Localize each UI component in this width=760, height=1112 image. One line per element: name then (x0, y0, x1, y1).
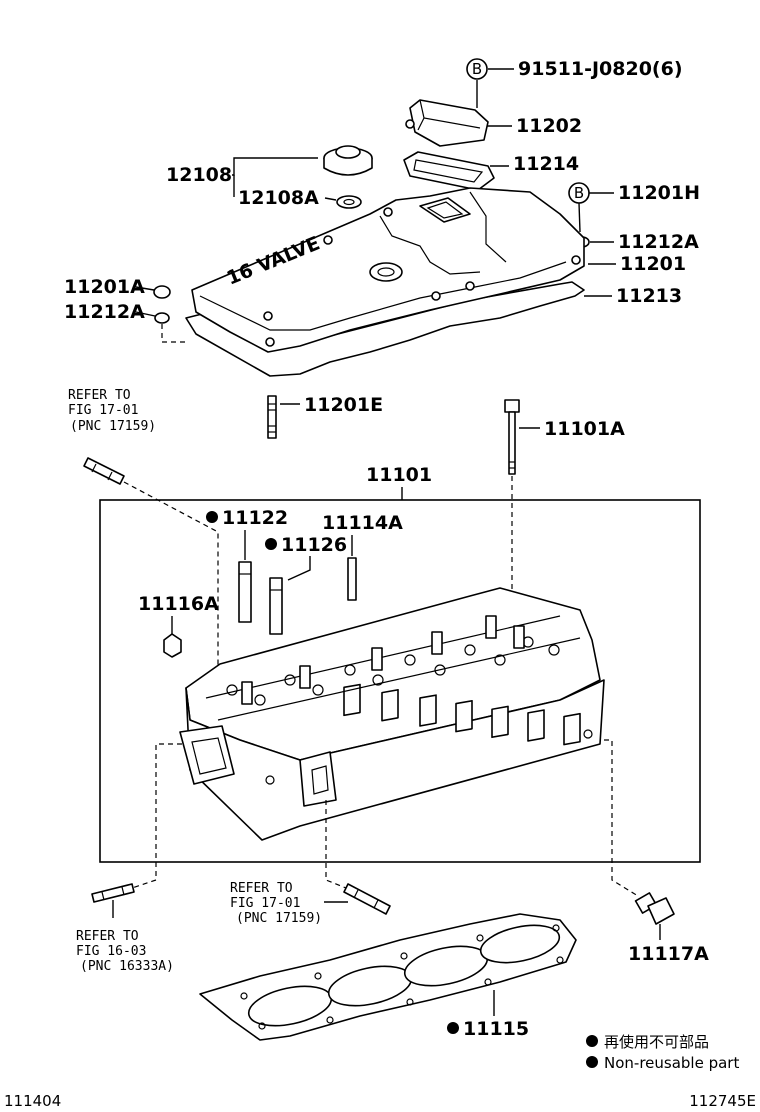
label-11122: 11122 (222, 507, 288, 529)
stud-ref-lower-left (91, 883, 135, 903)
label-11116a: 11116A (138, 593, 219, 615)
label-11201: 11201 (620, 253, 686, 275)
valve-guide-11126 (269, 577, 283, 635)
label-91511-j0820: 91511-J0820(6) (518, 58, 683, 80)
footer-left-code: 111404 (4, 1092, 61, 1110)
stud-11201e (267, 395, 277, 439)
svg-text:B: B (574, 184, 584, 202)
svg-text:REFER TO: REFER TO (76, 929, 139, 944)
pin-11114a (347, 557, 357, 601)
reference-fig-16-03: REFER TO FIG 16-03 (PNC 16333A) (76, 929, 174, 974)
gasket-11214 (403, 151, 495, 191)
cylinder-head-cover-11201: 16 VALVE (185, 187, 585, 377)
stud-ref-lower-mid (343, 883, 391, 915)
gasket-12108a (336, 195, 362, 209)
nut-11201a (153, 285, 171, 299)
label-11201e: 11201E (304, 394, 383, 416)
label-11101: 11101 (366, 464, 432, 486)
label-11126: 11126 (281, 534, 347, 556)
label-12108a: 12108A (238, 187, 319, 209)
label-12108: 12108 (166, 164, 232, 186)
reference-fig-17-01-upper: REFER TO FIG 17-01 (PNC 17159) (68, 388, 156, 434)
label-11114a: 11114A (322, 512, 403, 534)
label-11115: 11115 (463, 1018, 529, 1040)
bolt-11101a (504, 399, 520, 475)
cylinder-head-assy-box (99, 499, 701, 863)
plug-11117a (634, 892, 675, 925)
label-11212a-left: 11212A (64, 301, 145, 323)
grommet-11212a-left (154, 312, 170, 324)
non-reusable-dot-11122 (206, 511, 218, 523)
breather-case-11202 (405, 99, 489, 147)
svg-text:(PNC 16333A): (PNC 16333A) (80, 959, 174, 974)
cylinder-head-11101 (179, 587, 605, 841)
legend-jp: 再使用不可部品 (604, 1033, 709, 1051)
footer-right-code: 112745E (689, 1092, 756, 1110)
svg-text:REFER TO: REFER TO (230, 881, 293, 896)
label-11201h: 11201H (618, 182, 700, 204)
label-11202: 11202 (516, 115, 582, 137)
callout-b-top: B (466, 58, 488, 80)
svg-text:FIG 17-01: FIG 17-01 (68, 403, 138, 418)
svg-text:(PNC 17159): (PNC 17159) (236, 911, 322, 926)
label-11201a: 11201A (64, 276, 145, 298)
oil-filler-cap-12108 (323, 145, 373, 176)
svg-text:(PNC 17159): (PNC 17159) (70, 419, 156, 434)
non-reusable-dot-11126 (265, 538, 277, 550)
head-gasket-11115 (199, 913, 577, 1041)
label-11117a: 11117A (628, 943, 709, 965)
svg-text:FIG 17-01: FIG 17-01 (230, 896, 300, 911)
svg-text:FIG 16-03: FIG 16-03 (76, 944, 146, 959)
valve-guide-11122 (238, 561, 252, 623)
stud-ref-upper (83, 457, 125, 485)
callout-b-mid: B (568, 182, 590, 204)
reference-fig-17-01-lower: REFER TO FIG 17-01 (PNC 17159) (230, 881, 322, 926)
svg-text:REFER TO: REFER TO (68, 388, 131, 403)
plug-11116a (163, 633, 182, 658)
label-11212a-right: 11212A (618, 231, 699, 253)
legend: 再使用不可部品 Non-reusable part (586, 1033, 739, 1072)
label-11214: 11214 (513, 153, 579, 175)
label-11213: 11213 (616, 285, 682, 307)
legend-en: Non-reusable part (604, 1054, 739, 1072)
non-reusable-dot-11115 (447, 1022, 459, 1034)
svg-text:B: B (472, 60, 482, 78)
label-11101a: 11101A (544, 418, 625, 440)
